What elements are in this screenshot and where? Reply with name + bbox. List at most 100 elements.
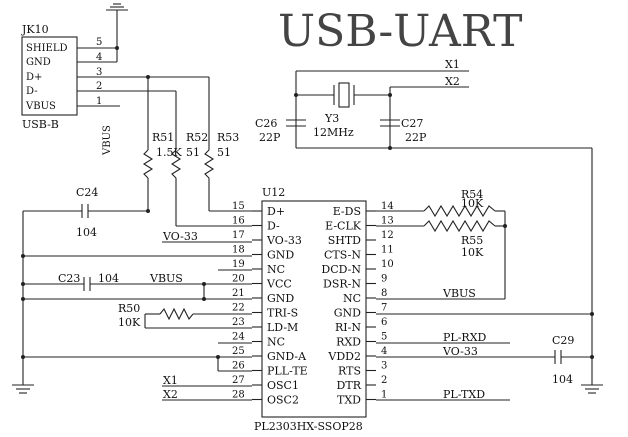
ic-right-pins: 14E-DS13E-CLK12SHTD11CTS-N10DCD-N9DSR-N8… [321,201,393,407]
r50-value: 10K [118,316,141,329]
ic-pin-name: NC [267,263,285,276]
ic-pin-name: GND [267,249,294,262]
ic-pin-name: E-DS [333,205,361,218]
ic-pin-number: 1 [381,390,387,401]
ic-pin-number: 8 [381,288,387,299]
connector-pin-name: D- [26,86,38,97]
ic-pin-number: 18 [232,245,245,256]
ic-pin-number: 24 [232,332,245,343]
ic-pin-name: PLL-TE [267,365,308,378]
ic-pin-number: 9 [381,274,387,285]
connector-pin-name: D+ [26,72,42,83]
ic-pin-number: 13 [381,216,394,227]
net-label-vbus-right: VBUS [442,287,476,300]
ic-pin-name: TRI-S [267,307,298,320]
c26-value: 22P [259,131,281,144]
ic-pin-number: 28 [232,390,245,401]
ic-pin-number: 2 [381,375,387,386]
ic-pin-name: GND-A [267,350,307,363]
connector-body [21,36,78,116]
c27-ref: C27 [401,117,423,130]
ic-pin-name: GND [267,292,294,305]
ic-pin-name: RI-N [335,321,361,334]
net-label-x1-top: X1 [445,58,460,71]
crystal-value: 12MHz [313,126,354,139]
ic-pin-number: 27 [232,375,245,386]
r51-value: 1.5K [156,146,182,159]
connector-pin-name: SHIELD [26,43,67,54]
ic-pin-number: 10 [381,259,394,270]
c23-value: 104 [98,272,119,285]
ic-pin-number: 22 [232,303,245,314]
ic-pin-name: OSC2 [267,394,299,407]
net-label-x2-top: X2 [445,75,460,88]
r50-ref: R50 [118,302,140,315]
ic-pin-number: 23 [232,317,245,328]
connector-pin-number: 5 [96,37,102,48]
r52-value: 51 [186,146,200,159]
r53-value: 51 [217,146,231,159]
ic-pin-number: 19 [232,259,245,270]
ic-pin-name: VCC [266,278,292,291]
connector-pin-name: VBUS [25,101,56,112]
c29-ref: C29 [552,334,574,347]
ic-pin-name: RTS [338,365,361,378]
resistors-r51-r52-r53 [142,75,252,227]
connector-type: USB-B [22,118,59,131]
ic-pin-name: E-CLK [325,220,362,233]
r55-value: 10K [461,246,484,259]
c23-ref: C23 [58,272,80,285]
ic-pin-number: 26 [232,361,245,372]
ic-pin-name: NC [267,336,285,349]
ic-pin-number: 16 [232,216,245,227]
ic-pin-name: D- [267,220,280,233]
c24-ref: C24 [76,186,98,199]
ic-part-number: PL2303HX-SSOP28 [254,420,363,433]
ic-pin-number: 11 [381,245,394,256]
r53-ref: R53 [217,131,239,144]
ic-pin-number: 20 [232,274,245,285]
net-label-vo33-right: VO-33 [442,345,478,358]
r52-ref: R52 [186,131,208,144]
ic-pin-name: LD-M [267,321,298,334]
r51-ref: R51 [152,131,174,144]
c29-value: 104 [552,373,573,386]
ic-pin-name: VDD2 [327,350,361,363]
ic-pin-name: VO-33 [266,234,302,247]
ic-body [261,200,367,418]
ic-pin-number: 12 [381,230,394,241]
ic-u12: U12 PL2303HX-SSOP28 [254,186,367,433]
ic-pin-number: 14 [381,201,394,212]
resistors-r54-r55 [376,204,507,299]
ic-pin-number: 21 [232,288,245,299]
c27-value: 22P [405,131,427,144]
ic-pin-name: GND [334,307,361,320]
connector-pin-number: 2 [96,81,102,92]
ic-pin-name: DTR [337,379,362,392]
crystal-section [286,70,593,385]
ic-ref: U12 [262,186,285,199]
usb-connector-jk10: JK10 USB-B SHIELD GND D+ D- VBUS 5 4 3 2… [21,23,102,131]
connector-pin-name: GND [26,57,51,68]
ic-pin-name: SHTD [328,234,361,247]
schematic-title: USB-UART [278,6,522,57]
connector-ref: JK10 [21,23,49,36]
net-label-vo33-left: VO-33 [162,230,198,243]
connector-pin-number: 1 [96,96,102,107]
net-label-pl-rxd: PL-RXD [443,331,487,344]
ic-pin-name: DSR-N [323,278,361,291]
r54-value: 10K [461,197,484,210]
ic-pin-number: 7 [381,303,387,314]
ic-pin-name: D+ [267,205,285,218]
ic-pin-number: 17 [232,230,245,241]
r54-ref: R54 [461,188,483,201]
connector-pin-number: 4 [96,52,102,63]
connector-pin-number: 3 [96,67,102,78]
c24-value: 104 [76,226,97,239]
net-label-x2-left: X2 [163,388,178,401]
ic-pin-name: NC [343,292,361,305]
ic-pin-name: DCD-N [321,263,361,276]
ic-pin-name: OSC1 [267,379,299,392]
crystal-ref: Y3 [324,112,339,125]
